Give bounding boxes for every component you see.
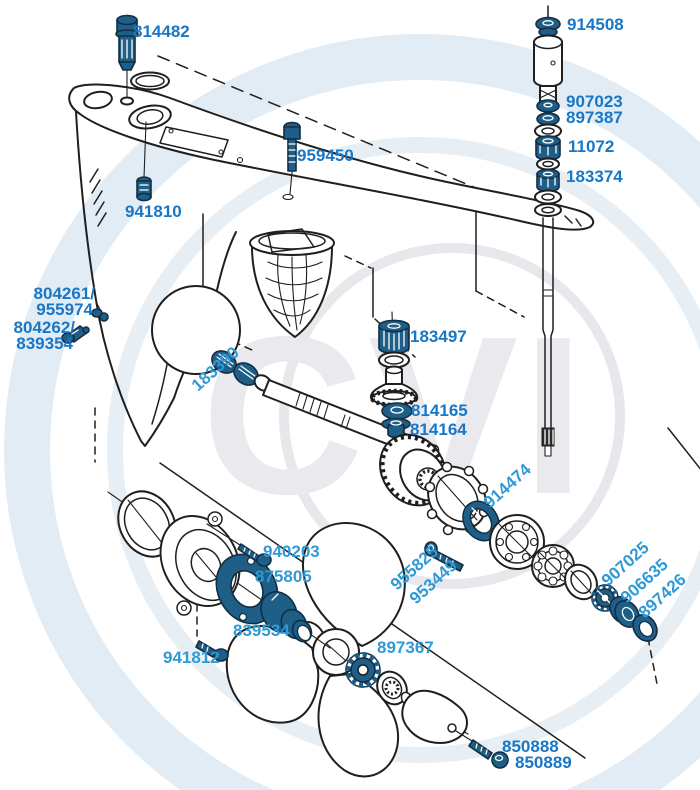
bolt-part-959450 [282, 121, 301, 201]
bolt-part-850888 [468, 739, 509, 769]
part-label-850888[interactable]: 850888 [502, 737, 559, 756]
part-label-814165[interactable]: 814165 [411, 401, 468, 420]
stud-part-953449 [424, 541, 464, 572]
part-label-897387[interactable]: 897387 [566, 108, 623, 127]
bearing-part-11072 [535, 135, 561, 161]
ring-part-897387 [536, 112, 560, 126]
driveshaft-sleeve [533, 34, 563, 88]
part-label-11072[interactable]: 11072 [568, 137, 614, 156]
watermark-circle [279, 243, 625, 589]
strainer-grid [265, 254, 323, 331]
bolt-part-940203 [206, 523, 272, 567]
part-label-941810[interactable]: 941810 [125, 202, 182, 221]
part-label-183497[interactable]: 183497 [410, 327, 467, 346]
driveshaft-assembly [533, 5, 563, 457]
gear-hub [489, 514, 545, 570]
propeller-cone [401, 689, 473, 744]
part-label-955974[interactable]: 955974 [36, 300, 93, 319]
part-label-940203[interactable]: 940203 [263, 542, 320, 561]
part-label-897367[interactable]: 897367 [377, 638, 434, 657]
bearing-part-183497 [378, 319, 410, 355]
water-intake-strainer [249, 228, 335, 338]
pinion-gear [369, 365, 419, 408]
prop-rear-hardware [345, 652, 509, 769]
part-label-814164[interactable]: 814164 [410, 420, 467, 439]
part-label-804262[interactable]: 804262/ [14, 318, 76, 337]
part-label-941812[interactable]: 941812 [163, 648, 220, 667]
plug-part-814482 [115, 14, 139, 98]
hub-part-839534 [260, 591, 313, 643]
bearing-part-183390 [211, 350, 273, 392]
housing-gills [89, 168, 107, 227]
bolt-part-941812 [195, 640, 229, 662]
part-label-839534[interactable]: 839534 [233, 621, 290, 640]
gear-train [379, 433, 658, 642]
ring-part-907023 [536, 99, 560, 113]
gear-housing [68, 71, 595, 447]
part-label-959450[interactable]: 959450 [297, 146, 354, 165]
part-label-914508[interactable]: 914508 [567, 15, 624, 34]
ring-part-897426 [632, 614, 658, 642]
part-label-907023[interactable]: 907023 [566, 92, 623, 111]
part-label-839354[interactable]: 839354 [16, 334, 73, 353]
pinion-gear-stack [369, 311, 419, 443]
bearing-part-183374 [536, 168, 560, 193]
flange-recess [159, 126, 229, 158]
washer-ring [564, 563, 598, 601]
nut-part-955825 [424, 541, 438, 557]
plug-part-804262 [61, 325, 90, 344]
bolt-part-941810 [136, 121, 152, 202]
part-label-875805[interactable]: 875805 [255, 567, 312, 586]
bearing-carrier-group [107, 490, 331, 662]
part-label-814482[interactable]: 814482 [133, 22, 190, 41]
anode-screw-parts [61, 301, 109, 344]
part-label-850889[interactable]: 850889 [515, 753, 572, 772]
propeller [225, 522, 406, 778]
flange-front-hole [83, 90, 113, 110]
washer-part-814165 [381, 402, 413, 420]
part-label-183374[interactable]: 183374 [566, 167, 623, 186]
tab-washer-part-897367 [345, 652, 381, 688]
part-label-804261[interactable]: 804261/ [34, 284, 96, 303]
